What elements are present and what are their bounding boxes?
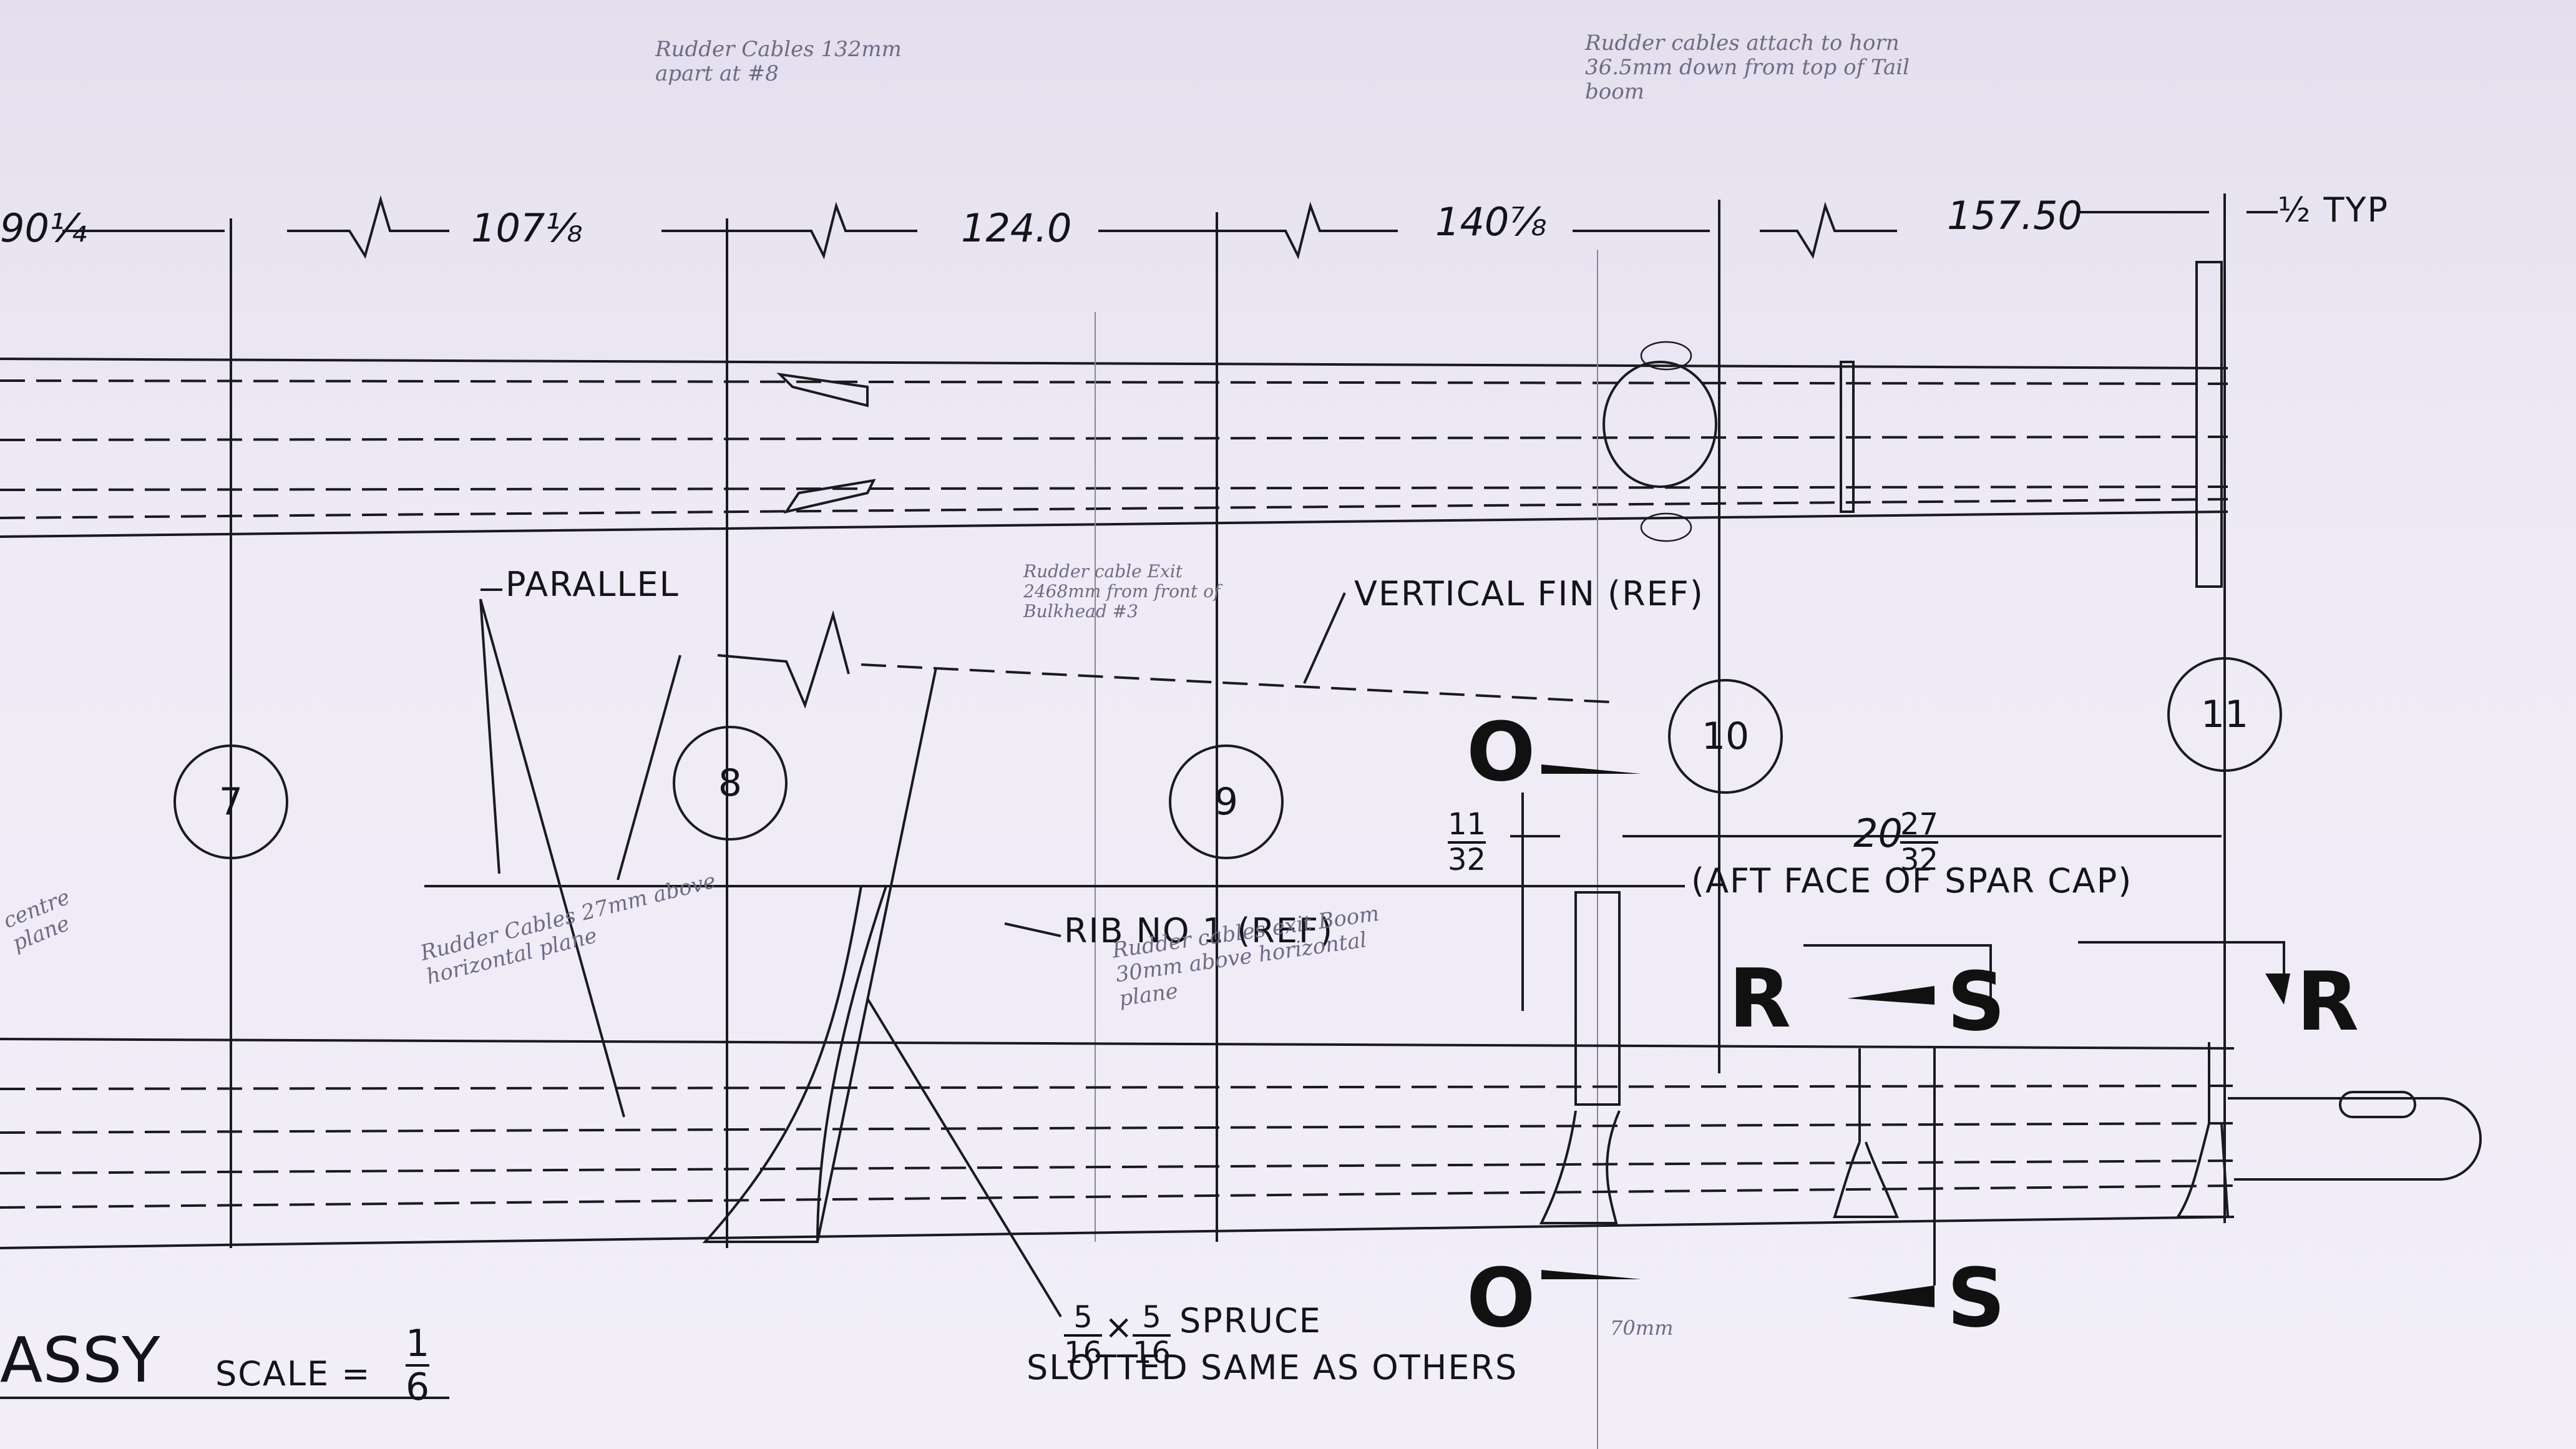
spar-caps [702,885,2230,1243]
fraction-27-32: 27 32 [1900,808,1939,877]
dimension-140-seven-eighths: 140⅞ [1435,199,1547,245]
label-aft-face: (AFT FACE OF SPAR CAP) [1691,861,2133,900]
station-circles [173,657,2282,859]
spruce-x: × [1105,1307,1134,1347]
section-r-right: R [2296,954,2359,1049]
fraction-11-32-num: 11 [1448,808,1486,844]
label-spruce: SPRUCE [1179,1301,1322,1340]
section-o-bottom: O [1466,1251,1536,1345]
label-scale: SCALE = [215,1354,371,1393]
spruce-fraction-b-num: 5 [1133,1301,1171,1337]
section-s-bottom: S [1947,1251,2006,1345]
dimension-half-typ: ½ TYP [2278,190,2389,230]
label-slotted: SLOTTED SAME AS OTHERS [1027,1348,1518,1387]
spruce-fraction-b: 5 16 [1133,1301,1171,1370]
fraction-27-32-num: 27 [1900,808,1939,844]
dimension-124: 124.0 [961,205,1072,251]
spruce-fraction-a: 5 16 [1064,1301,1103,1370]
scale-fraction-num: 1 [406,1322,430,1367]
station-10: 10 [1701,715,1750,758]
section-s-top: S [1947,954,2006,1049]
section-r-left: R [1729,951,1792,1046]
fin-rib-outline [424,588,1685,1318]
station-lines [230,193,2226,1449]
dimension-20-whole: 20 [1853,811,1903,856]
section-o-top: O [1466,705,1536,799]
dimension-line-top [62,195,2278,260]
dimension-157-50: 157.50 [1947,193,2082,238]
title-fragment: ASSY [0,1324,160,1397]
note-70mm: 70mm [1610,1316,1674,1340]
station-9: 9 [1214,780,1239,824]
station-11: 11 [2200,693,2249,736]
scale-fraction-den: 6 [406,1365,430,1409]
fraction-27-32-den: 32 [1900,842,1939,877]
spruce-fraction-b-den: 16 [1133,1335,1171,1370]
note-cable-exit-2468: Rudder cable Exit 2468mm from front of B… [1023,561,1221,622]
label-rib-no1: RIB NO 1 (REF) [1064,911,1334,950]
label-parallel: PARALLEL [505,565,680,604]
note-cables-attach-horn: Rudder cables attach to horn 36.5mm down… [1585,31,1910,105]
tail-boom-side-view [0,1038,2482,1249]
station-7: 7 [218,780,243,824]
fraction-11-32: 11 32 [1448,808,1486,877]
note-cables-132mm: Rudder Cables 132mm apart at #8 [655,37,902,87]
dimension-90-quarter: 90¼ [0,205,87,251]
station-8: 8 [718,761,743,805]
tail-boom-top-view [0,261,2228,588]
section-markers [1510,764,2290,1307]
fraction-11-32-den: 32 [1448,842,1486,877]
spruce-fraction-a-den: 16 [1064,1335,1103,1370]
dimension-107-eighth: 107⅛ [471,205,583,251]
scale-fraction: 1 6 [406,1322,430,1409]
label-vertical-fin: VERTICAL FIN (REF) [1354,574,1704,613]
spruce-fraction-a-num: 5 [1064,1301,1103,1337]
